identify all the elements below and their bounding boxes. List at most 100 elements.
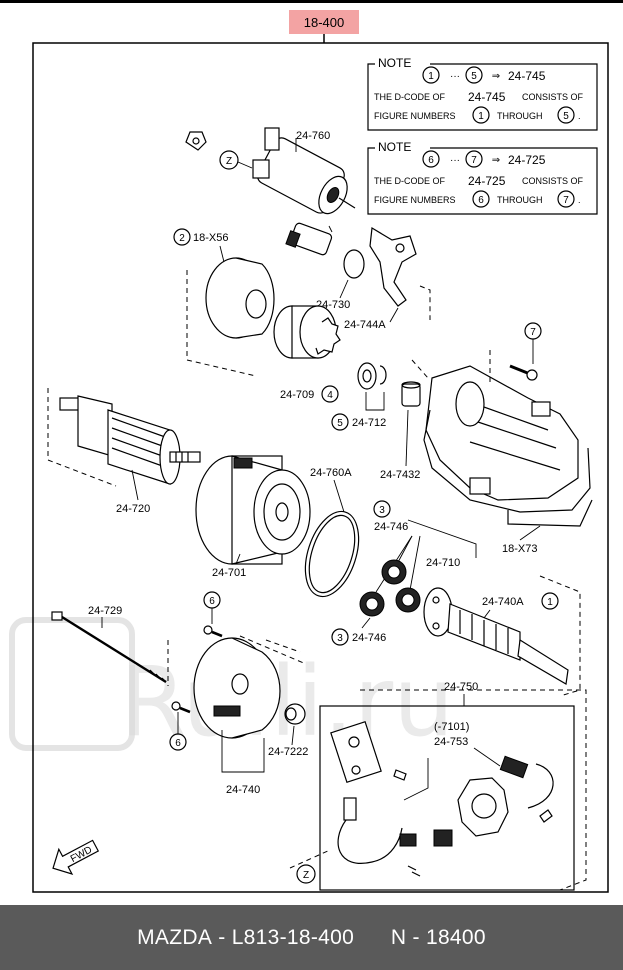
note-1-range-start: 1 [428,71,434,82]
circled-4: 4 [327,390,333,401]
note-2-line3-end: . [578,195,581,205]
note-1-range-sep: ··· [450,71,460,82]
diagram-frame [32,42,609,893]
label-24-712: 24-712 [352,417,386,429]
circle-z-bot [296,864,316,884]
circled-3-top: 3 [379,505,385,516]
note-1-line3-end: . [578,111,581,121]
label-24-7222: 24-7222 [268,746,308,758]
circled-5: 5 [337,418,343,429]
label-24-710: 24-710 [426,557,460,569]
end-cover-24-740[interactable] [193,637,281,739]
footer-part-number: L813-18-400 [231,925,355,949]
label-24-740a: 24-740A [482,596,524,608]
note-2-title: NOTE [378,140,411,154]
plunger-24-730[interactable] [285,222,365,279]
ring-24-760a[interactable] [296,505,369,604]
label-24-746-b: 24-746 [352,632,386,644]
bushing-24-7222[interactable] [284,703,306,725]
through-bolt-24-729[interactable] [51,611,167,684]
label-24-720: 24-720 [116,503,150,515]
brush-holder-box [319,705,575,891]
label-24-760: 24-760 [296,130,330,142]
brush-holder-24-750[interactable] [330,720,554,877]
note-2-line3-a: FIGURE NUMBERS [374,195,456,205]
gasket-18-x73[interactable] [423,409,593,527]
footer-n-label: N [390,925,407,949]
footer-sep-2: - [412,925,420,949]
note-2-range-start: 6 [428,155,434,166]
note-2-range-sep: ··· [450,155,460,166]
fwd-arrow-icon [52,839,100,875]
label-24-740: 24-740 [226,784,260,796]
note-2-range-end: 7 [471,155,477,166]
label-24-746-a: 24-746 [374,521,408,533]
note-1-line2-a: THE D-CODE OF [374,92,446,102]
note-2-line2-code: 24-725 [468,174,506,188]
circled-3-bot: 3 [337,633,343,644]
starter-motor-diagram: Rulli.ru 18-400 NOTE 1 ··· 5 ⇒ 24-745 TH… [9,10,609,893]
circled-6-bot: 6 [175,738,181,749]
cover-18-x56[interactable] [205,257,275,339]
label-24-701: 24-701 [212,567,246,579]
circled-6-top: 6 [209,596,215,607]
label-24-753: 24-753 [434,736,468,748]
shift-lever-24-744a[interactable] [369,227,417,307]
fwd-label: FWD [69,845,94,865]
screw-7[interactable] [509,364,538,381]
screw-6-top[interactable] [203,625,223,638]
note-1-arrow: ⇒ [492,71,500,82]
note-1-line2-b: CONSISTS OF [522,92,584,102]
note-2-target: 24-725 [508,153,546,167]
label-24-760a: 24-760A [310,467,352,479]
circle-2 [173,228,191,246]
circle-z-top [219,150,239,170]
label-18-x73: 18-X73 [502,543,537,555]
circle-3-top [373,500,391,518]
stop-ring-24-712[interactable] [357,362,387,390]
pinion-24-709[interactable] [273,305,341,359]
note-2-arrow: ⇒ [492,155,500,166]
note-box-1: NOTE 1 ··· 5 ⇒ 24-745 THE D-CODE OF 24-7… [367,56,598,131]
note-1-line3-n1: 1 [478,111,484,122]
solenoid-24-760[interactable] [185,127,356,218]
note-2-line3-n2: 7 [563,195,569,206]
circled-z-top: Z [226,156,232,167]
circle-4 [321,385,339,403]
screw-6-bottom[interactable] [171,701,191,714]
footer-n-value: 18400 [425,925,486,949]
label-24-709: 24-709 [280,389,314,401]
circled-7: 7 [530,327,536,338]
note-2-line3-mid: THROUGH [497,195,543,205]
note-1-line3-a: FIGURE NUMBERS [374,111,456,121]
section-code-tab[interactable]: 18-400 [289,10,359,43]
bushing-24-7432[interactable] [401,381,421,407]
note-1-line2-code: 24-745 [468,90,506,104]
shaft-24-740a[interactable] [423,587,569,685]
label-24-7432: 24-7432 [380,469,420,481]
note-1-target: 24-745 [508,69,546,83]
circled-1: 1 [547,597,553,608]
label-18-x56: 18-X56 [193,232,228,244]
armature-24-720[interactable] [59,395,201,485]
label-7101: (-7101) [434,721,469,733]
footer-brand: MAZDA [137,925,213,949]
section-code: 18-400 [304,15,344,30]
gears-24-746[interactable] [359,559,421,617]
circled-z-bot: Z [303,870,309,881]
yoke-24-701[interactable] [195,455,311,565]
footer-bar: MAZDA - L813-18-400 N - 18400 [0,905,623,970]
circled-2: 2 [179,233,185,244]
footer-sep-1: - [218,925,226,949]
label-24-729: 24-729 [88,605,122,617]
circle-5 [331,413,349,431]
circle-3-bot [331,628,349,646]
note-box-2: NOTE 6 ··· 7 ⇒ 24-725 THE D-CODE OF 24-7… [367,140,598,215]
label-24-750: 24-750 [444,681,478,693]
top-rule [0,0,623,3]
note-1-line3-mid: THROUGH [497,111,543,121]
note-2-line3-n1: 6 [478,195,484,206]
housing-24-710[interactable] [425,365,579,501]
note-2-line2-a: THE D-CODE OF [374,176,446,186]
note-2-line2-b: CONSISTS OF [522,176,584,186]
